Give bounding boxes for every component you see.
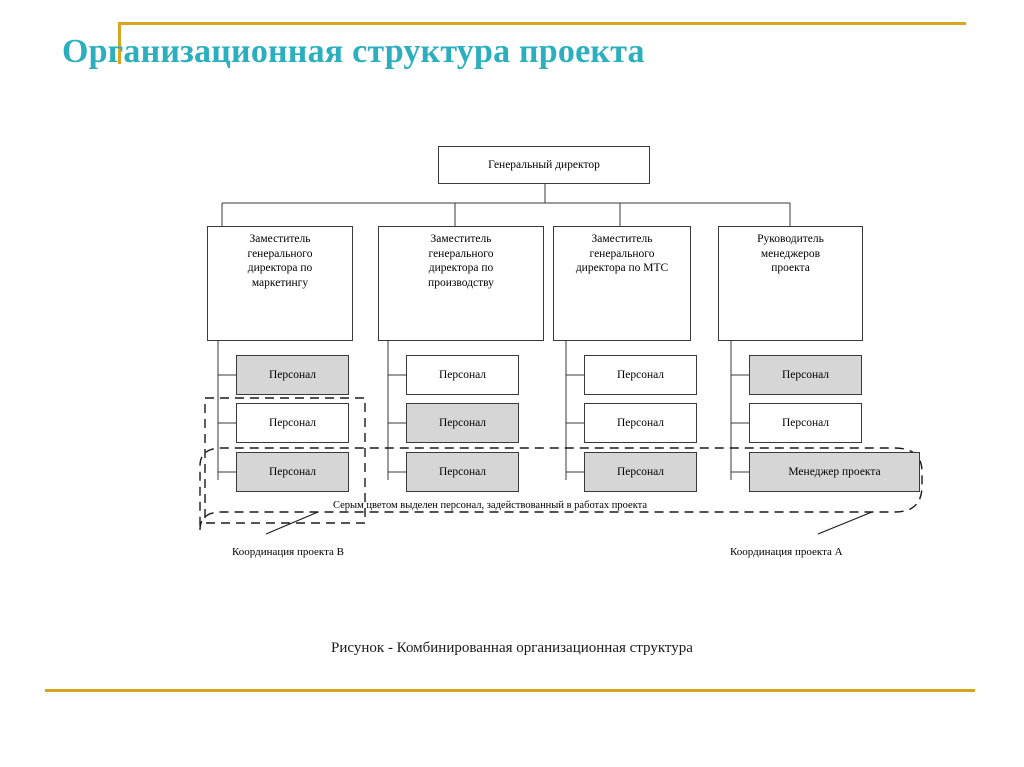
node-label: Персонал [616,368,665,381]
node-label: Персонал [268,465,317,478]
bottom-gold-rule [45,689,975,692]
node-label: Персонал [781,416,830,429]
node-staff-c3-r3[interactable]: Персонал [584,452,697,492]
node-label: Персонал [438,416,487,429]
node-staff-c2-r1[interactable]: Персонал [406,355,519,395]
node-project-manager[interactable]: Менеджер проекта [749,452,920,492]
node-label: Персонал [438,368,487,381]
leader-line-b [265,511,319,535]
page-title: Организационная структура проекта [62,33,645,70]
coordination-b-label: Координация проекта В [232,546,344,558]
node-staff-c2-r3[interactable]: Персонал [406,452,519,492]
left-gold-accent [118,22,121,64]
node-label: Генеральный директор [488,158,600,171]
node-staff-c1-r2[interactable]: Персонал [236,403,349,443]
node-staff-c3-r1[interactable]: Персонал [584,355,697,395]
node-label: Персонал [616,465,665,478]
coordination-a-label: Координация проекта А [730,546,843,558]
node-staff-c3-r2[interactable]: Персонал [584,403,697,443]
node-staff-c4-r1[interactable]: Персонал [749,355,862,395]
node-staff-c1-r3[interactable]: Персонал [236,452,349,492]
leader-line-a [817,511,873,535]
node-label: Менеджер проекта [788,465,881,478]
node-label: Персонал [438,465,487,478]
coordination-b-outline [204,397,366,524]
node-general-director[interactable]: Генеральный директор [438,146,650,184]
top-gold-rule [118,22,966,25]
coordination-a-outline [199,447,923,531]
node-staff-c4-r2[interactable]: Персонал [749,403,862,443]
legend-note: Серым цветом выделен персонал, задейство… [333,500,648,511]
node-label: Персонал [781,368,830,381]
node-label: Персонал [268,416,317,429]
figure-caption: Рисунок - Комбинированная организационна… [331,640,693,656]
node-label: Персонал [268,368,317,381]
node-staff-c2-r2[interactable]: Персонал [406,403,519,443]
node-label: Персонал [616,416,665,429]
node-staff-c1-r1[interactable]: Персонал [236,355,349,395]
